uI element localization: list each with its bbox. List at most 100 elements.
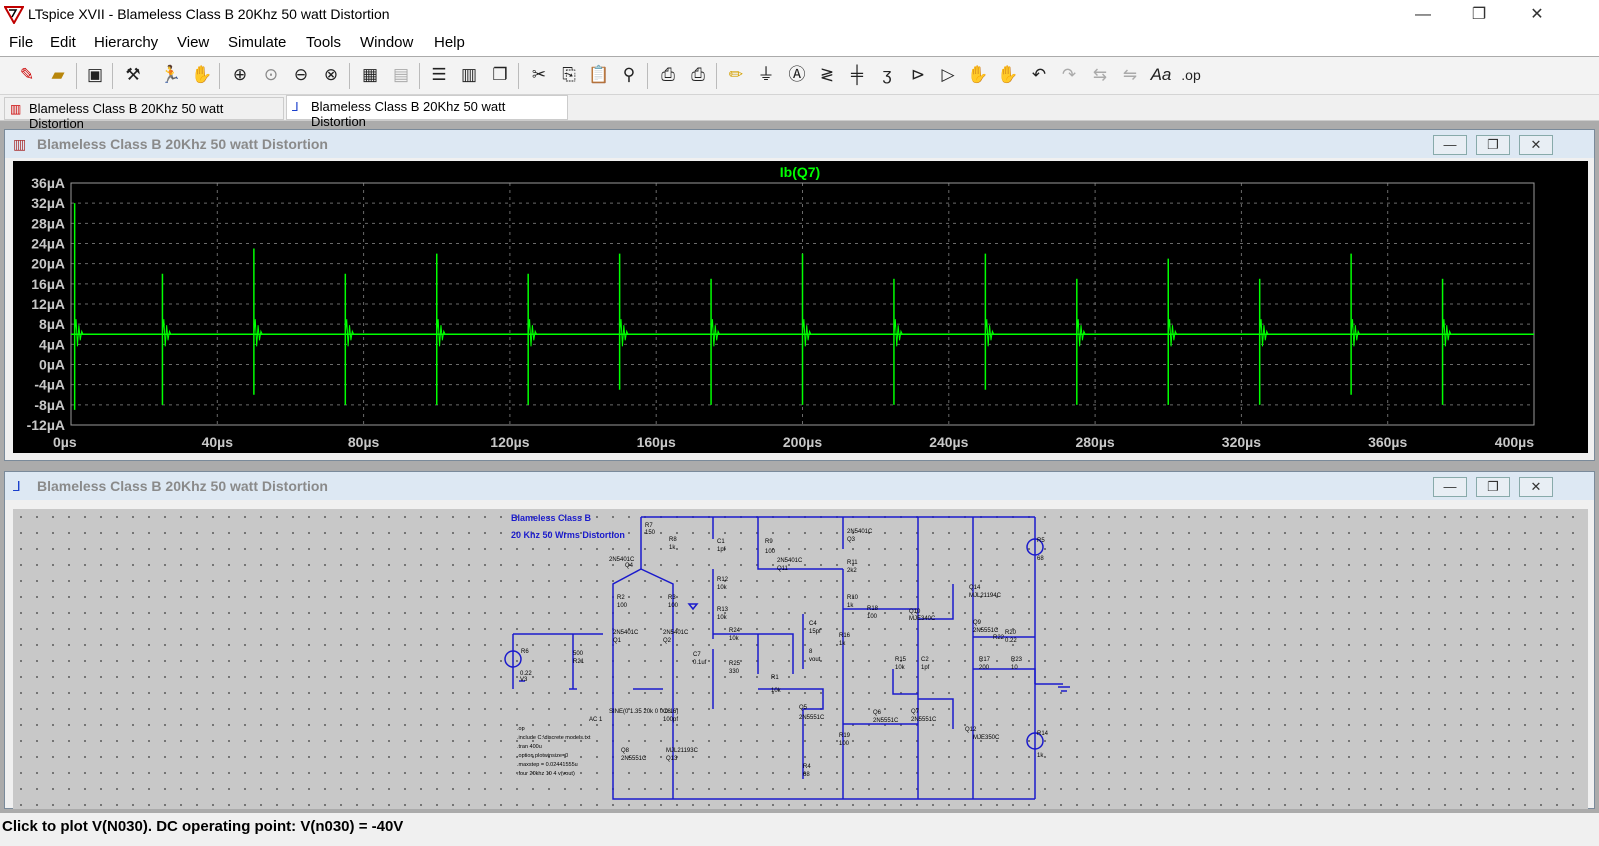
schematic-close-button[interactable]: ✕ xyxy=(1519,477,1553,497)
component-label[interactable]: R25 xyxy=(729,661,741,667)
menu-hierarchy[interactable]: Hierarchy xyxy=(94,34,159,51)
component-label[interactable]: MJE350C xyxy=(973,735,1000,741)
diode-icon[interactable]: ⊳ xyxy=(910,65,926,84)
waveform-maximize-button[interactable]: ❐ xyxy=(1476,135,1510,155)
mirror-icon[interactable]: ⇋ xyxy=(1122,65,1138,84)
menu-tools[interactable]: Tools xyxy=(306,34,342,51)
component-label[interactable]: 200 xyxy=(979,665,990,671)
component-label[interactable]: 150 xyxy=(645,530,656,536)
spice-directive[interactable]: .maxstep = 0.02441555u xyxy=(517,762,578,768)
menu-simulate[interactable]: Simulate xyxy=(228,34,287,51)
component-label[interactable]: MJL21193C xyxy=(666,748,699,754)
menu-file[interactable]: File xyxy=(9,34,34,51)
component-label[interactable]: 2N5551C xyxy=(799,715,825,721)
component-label[interactable]: 2N5551C xyxy=(873,718,899,724)
spice-directive[interactable]: .tran 400u xyxy=(517,744,542,750)
component-label[interactable]: R6 xyxy=(521,649,529,655)
menu-view[interactable]: View xyxy=(177,34,210,51)
component-label[interactable]: 1k xyxy=(669,545,676,551)
component-label[interactable]: Q12 xyxy=(965,727,977,733)
close-button[interactable]: ✕ xyxy=(1530,6,1544,23)
inductor-icon[interactable]: ʒ xyxy=(882,65,892,84)
component-label[interactable]: Q8 xyxy=(621,748,630,754)
component-label[interactable]: R8 xyxy=(669,537,677,543)
component-label[interactable]: R1 xyxy=(771,675,779,681)
component-label[interactable]: 68 xyxy=(803,772,810,778)
component-label[interactable]: 8 xyxy=(809,649,813,655)
component-label[interactable]: R10 xyxy=(847,595,859,601)
waveform-minimize-button[interactable]: — xyxy=(1433,135,1467,155)
component-label[interactable]: 10k xyxy=(729,636,740,642)
component-label[interactable]: R14 xyxy=(1037,731,1049,737)
spice-directive[interactable]: .four 20khz 10 4 v(vout) xyxy=(517,771,575,777)
component-label[interactable]: 2N5401C xyxy=(847,529,873,535)
component-label[interactable]: R20 xyxy=(1005,630,1017,636)
component-label[interactable]: C6 xyxy=(663,709,671,715)
trace-label[interactable]: Ib(Q7) xyxy=(780,164,820,180)
tile-horizontal-icon[interactable]: ☰ xyxy=(431,65,447,84)
component-label[interactable]: R4 xyxy=(803,764,811,770)
component-label[interactable]: Q11 xyxy=(777,566,789,572)
component-label[interactable]: R11 xyxy=(847,560,858,566)
component-label[interactable]: vout xyxy=(809,657,821,663)
component-label[interactable]: 0.22 xyxy=(1005,638,1017,644)
component-label[interactable]: 1pf xyxy=(717,547,726,553)
draw-wire-icon[interactable]: ✏ xyxy=(728,65,744,84)
spice-directive[interactable]: .op xyxy=(517,726,525,732)
component-label[interactable]: Q3 xyxy=(847,537,856,543)
component-label[interactable]: 330 xyxy=(729,669,740,675)
component-label[interactable]: 2N5551C xyxy=(973,628,999,634)
cut-icon[interactable]: ✂ xyxy=(531,65,547,84)
component-label[interactable]: Q10 xyxy=(909,609,921,615)
spice-directives[interactable]: .op .include C:\discrete models.txt .tran … xyxy=(517,726,591,777)
component-label[interactable]: R3 xyxy=(668,595,676,601)
component-label[interactable]: 100 xyxy=(668,603,679,609)
ground-icon[interactable]: ⏚ xyxy=(757,65,775,84)
minimize-button[interactable]: — xyxy=(1415,6,1431,23)
component-label[interactable]: 100 xyxy=(867,614,878,620)
schematic-maximize-button[interactable]: ❐ xyxy=(1476,477,1510,497)
component-label[interactable]: R12 xyxy=(717,577,729,583)
schematic-heading-2[interactable]: 20 Khz 50 Wrms Distortion xyxy=(511,530,625,540)
component-label[interactable]: 0.1uf xyxy=(693,660,707,666)
capacitor-icon[interactable]: ╪ xyxy=(850,65,864,84)
component-label[interactable]: R13 xyxy=(717,607,729,613)
component-label[interactable]: Q9 xyxy=(973,620,982,626)
component-label[interactable]: C1 xyxy=(717,539,725,545)
component-label[interactable]: R23 xyxy=(1011,657,1023,663)
component-label[interactable]: 500 xyxy=(573,651,584,657)
component-label[interactable]: R17 xyxy=(979,657,991,663)
component-label[interactable]: R24 xyxy=(729,628,741,634)
spice-directive-icon[interactable]: .op xyxy=(1181,67,1201,83)
autorange-icon[interactable]: ▦ xyxy=(361,65,379,84)
waveform-chart[interactable]: Ib(Q7) 36µA32µA28µA24µA20µA16µA12µA8µA4µ… xyxy=(13,161,1588,453)
rotate-icon[interactable]: ⇆ xyxy=(1092,65,1108,84)
component-label[interactable]: SINE(0 1.35 20k 0 0 0 16) xyxy=(609,709,678,715)
component-label[interactable]: 10k xyxy=(771,688,782,694)
save-icon[interactable]: ▣ xyxy=(86,65,104,84)
component-label[interactable]: 10k xyxy=(895,665,906,671)
component-label[interactable]: Q6 xyxy=(873,710,882,716)
component-label[interactable]: R5 xyxy=(1037,538,1045,544)
component-label[interactable]: 100 xyxy=(765,549,776,555)
schematic-minimize-button[interactable]: — xyxy=(1433,477,1467,497)
zoom-out-icon[interactable]: ⊖ xyxy=(293,65,309,84)
tile-vertical-icon[interactable]: ▥ xyxy=(460,65,478,84)
component-label[interactable]: R19 xyxy=(839,733,851,739)
component-label[interactable]: 68 xyxy=(1037,556,1044,562)
component-label[interactable]: 1k xyxy=(1037,753,1044,759)
restore-button[interactable]: ❐ xyxy=(1471,6,1487,23)
component-label[interactable]: 100 xyxy=(617,603,628,609)
fft-icon[interactable]: ▤ xyxy=(392,65,410,84)
component-label[interactable]: 1k xyxy=(847,603,854,609)
component-label[interactable]: AC 1 xyxy=(589,717,603,723)
component-label[interactable]: Q14 xyxy=(969,585,981,591)
spice-directive[interactable]: .include C:\discrete models.txt xyxy=(517,735,591,741)
new-schematic-icon[interactable]: ✎ xyxy=(19,65,35,84)
component-label[interactable]: Q4 xyxy=(625,563,634,569)
cascade-icon[interactable]: ❐ xyxy=(492,65,508,84)
copy-icon[interactable]: ⎘ xyxy=(562,65,576,84)
halt-icon[interactable]: ✋ xyxy=(191,65,213,84)
find-icon[interactable]: ⚲ xyxy=(622,65,636,84)
